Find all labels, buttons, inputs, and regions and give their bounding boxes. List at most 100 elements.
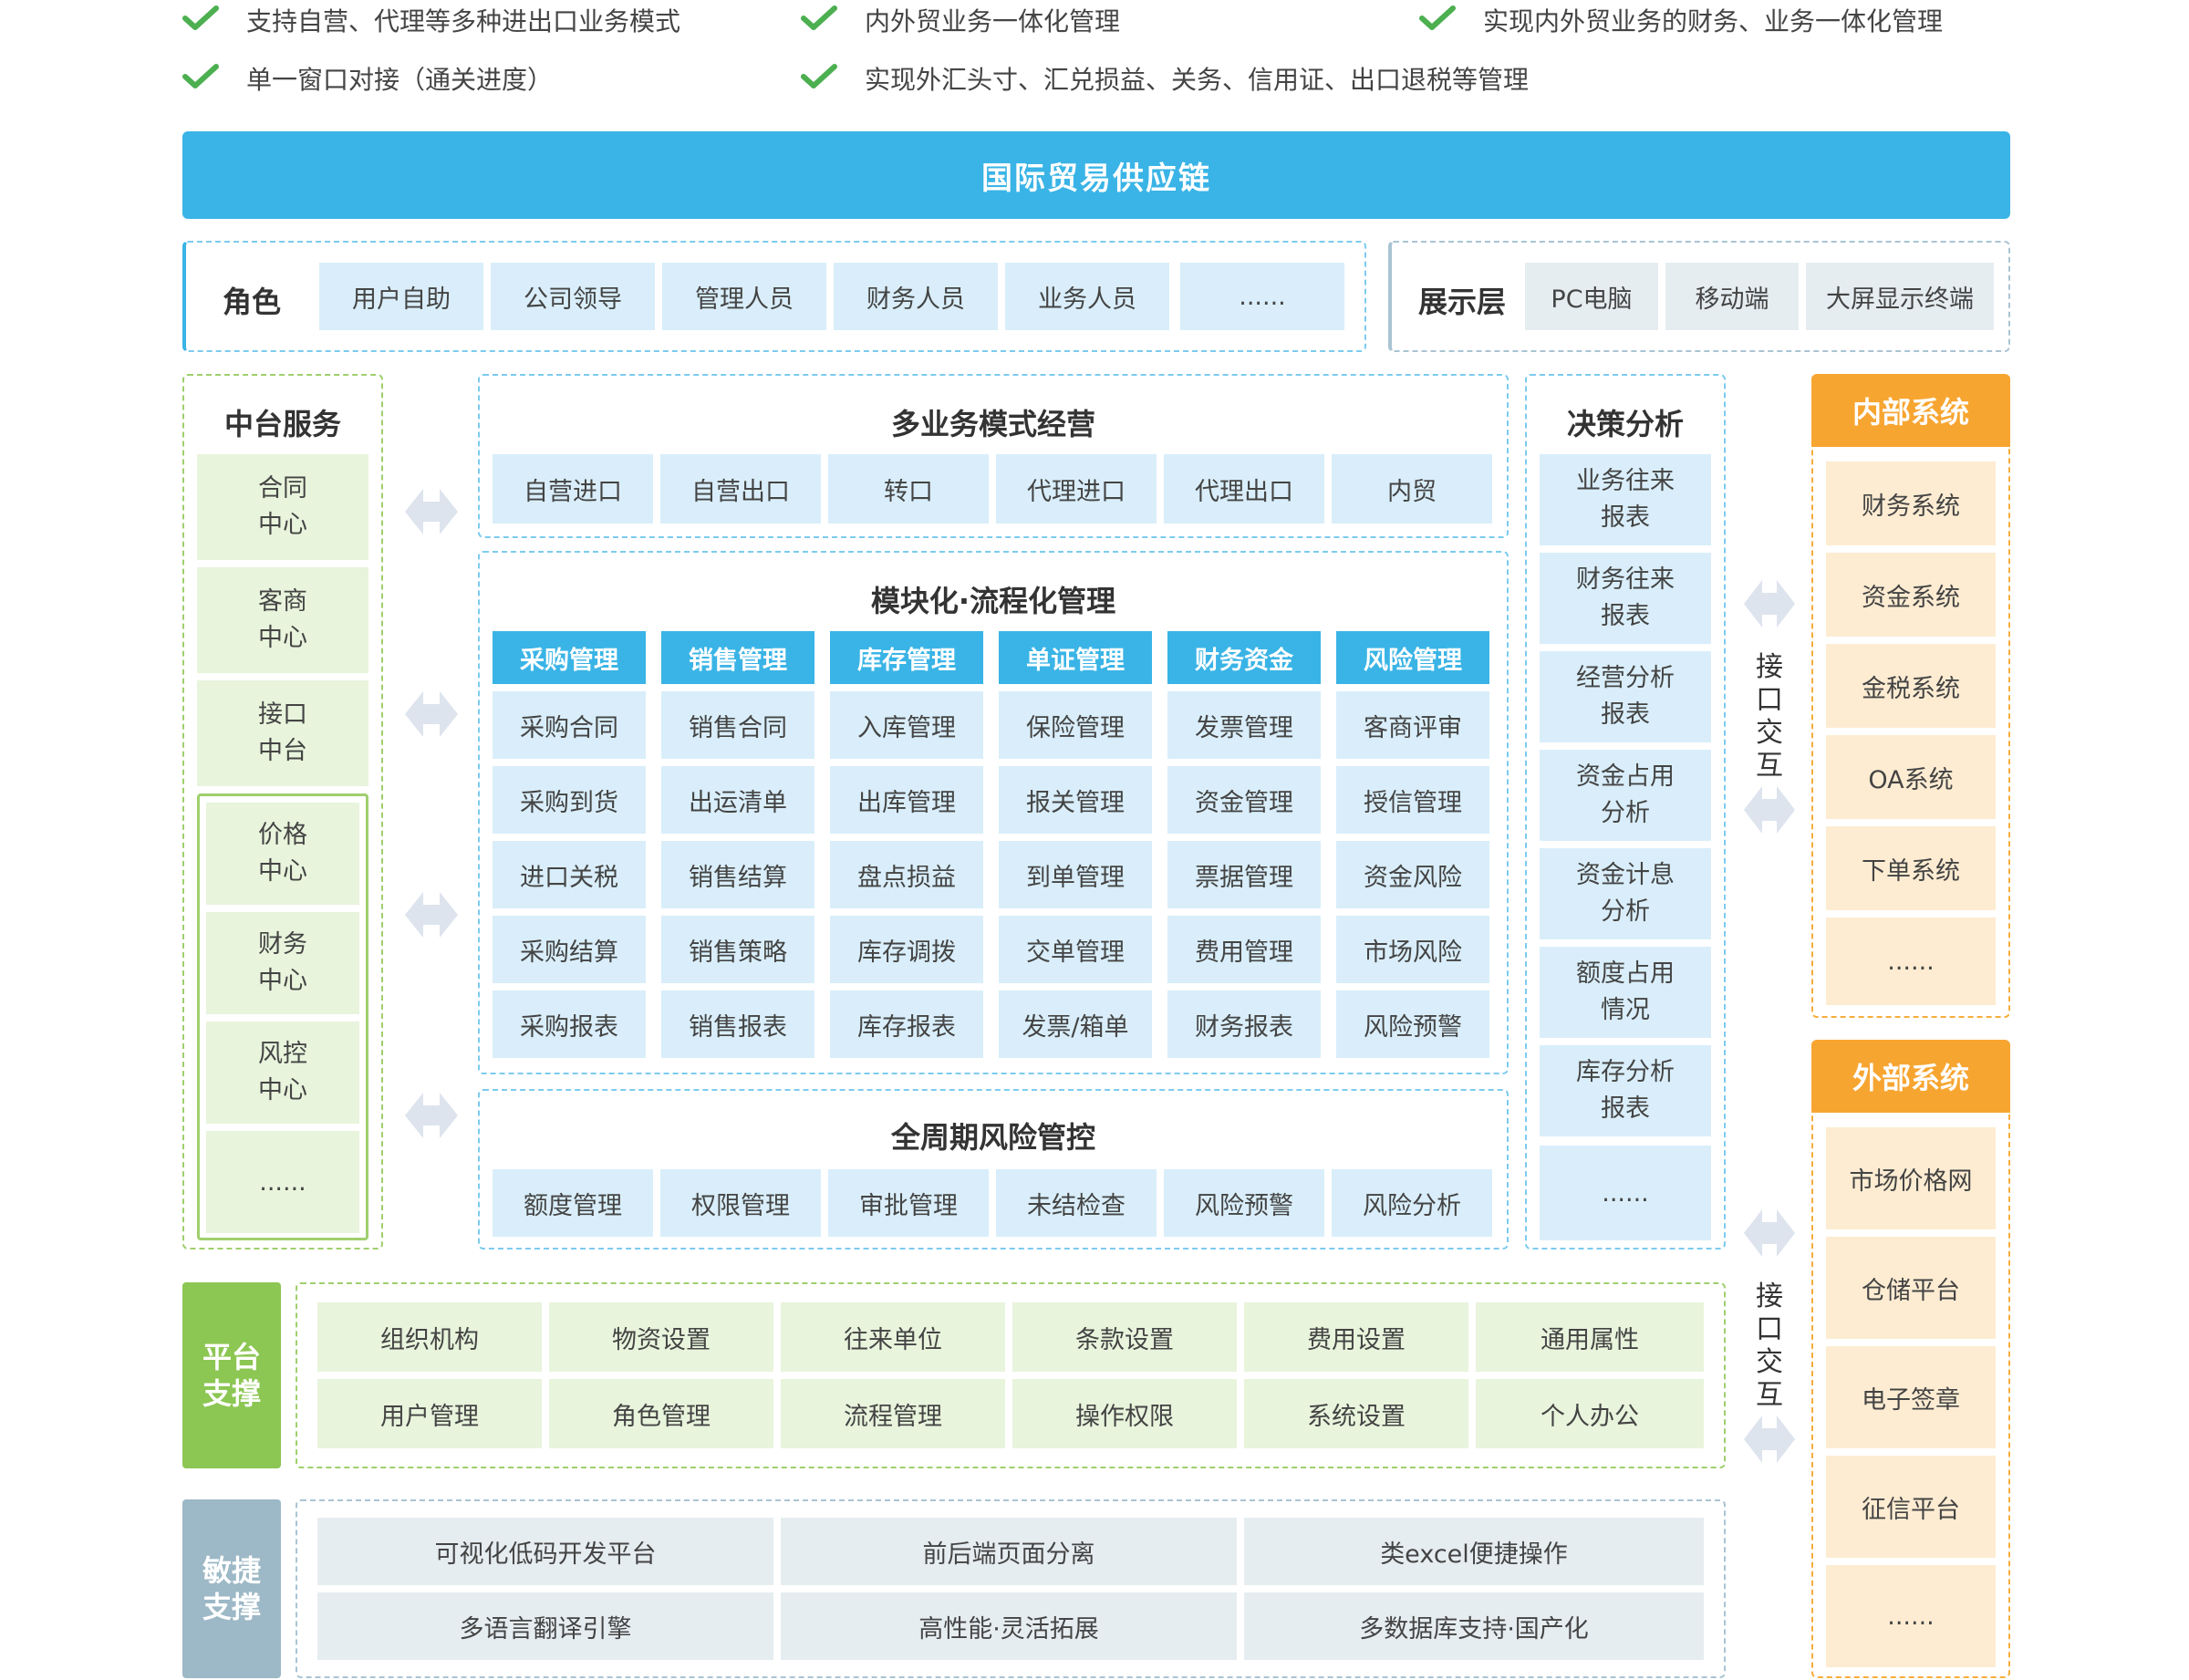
multi-business-title: 多业务模式经营: [890, 407, 1095, 441]
module-cell: 销售策略: [661, 916, 814, 983]
display-item: PC电脑: [1525, 263, 1658, 330]
interface-label: 接口交互: [1756, 651, 1783, 782]
double-arrow-icon: [405, 691, 458, 737]
feature-item: 单一窗口对接（通关进度）: [246, 65, 554, 95]
risk-control-item: 风险预警: [1164, 1169, 1324, 1237]
business-mode-item: 代理进口: [996, 454, 1157, 524]
display-item: 大屏显示终端: [1806, 263, 1994, 330]
feature-item: 实现内外贸业务的财务、业务一体化管理: [1483, 6, 1944, 36]
middle-service-item: 风控 中心: [206, 1021, 359, 1124]
feature-item: 内外贸业务一体化管理: [865, 6, 1121, 36]
external-system-item: ......: [1826, 1565, 1996, 1667]
decision-item: 经营分析 报表: [1540, 651, 1711, 742]
module-cell: 库存调拨: [830, 916, 983, 983]
vertical-double-arrow-icon: [1744, 1209, 1795, 1463]
module-cell: 报关管理: [999, 766, 1152, 834]
module-cell: 票据管理: [1167, 841, 1321, 908]
module-cell: 销售结算: [661, 841, 814, 908]
display-item: 移动端: [1665, 263, 1799, 330]
middle-service-item: 合同 中心: [197, 454, 368, 560]
module-cell: 库存报表: [830, 990, 983, 1058]
middle-service-item: 接口 中台: [197, 680, 368, 786]
business-mode-item: 自营进口: [493, 454, 653, 524]
middle-services-panel: [182, 374, 383, 1250]
platform-support-panel: [296, 1282, 1726, 1468]
middle-services-title: 中台服务: [223, 407, 341, 441]
double-arrow-icon: [405, 489, 458, 534]
display-panel: [1388, 241, 2010, 352]
modular-management-title: 模块化·流程化管理: [870, 584, 1116, 618]
business-mode-item: 转口: [828, 454, 989, 524]
decision-item: 额度占用 情况: [1540, 947, 1711, 1038]
external-system-item: 市场价格网: [1826, 1127, 1996, 1229]
risk-control-item: 未结检查: [996, 1169, 1157, 1237]
role-item: 用户自助: [319, 263, 483, 330]
check-icon: [182, 5, 219, 30]
platform-item: 角色管理: [549, 1379, 773, 1448]
decision-item: 资金计息 分析: [1540, 848, 1711, 939]
business-mode-item: 代理出口: [1164, 454, 1324, 524]
internal-system-item: 财务系统: [1826, 461, 1996, 545]
external-systems-title: 外部系统: [1811, 1040, 2010, 1113]
check-icon: [1419, 5, 1456, 30]
internal-system-item: 金税系统: [1826, 644, 1996, 728]
module-cell: 采购到货: [493, 766, 646, 834]
platform-item: 往来单位: [781, 1302, 1005, 1372]
middle-service-item: ......: [206, 1131, 359, 1233]
double-arrow-icon: [405, 1093, 458, 1138]
module-header: 销售管理: [661, 631, 814, 684]
platform-item: 用户管理: [317, 1379, 542, 1448]
risk-control-item: 风险分析: [1332, 1169, 1492, 1237]
supply-chain-banner: 国际贸易供应链: [182, 131, 2010, 219]
risk-control-panel: [478, 1089, 1509, 1250]
business-mode-item: 自营出口: [660, 454, 821, 524]
check-icon: [182, 64, 219, 88]
modular-management-panel: [478, 551, 1509, 1074]
module-cell: 授信管理: [1336, 766, 1489, 834]
module-header: 单证管理: [999, 631, 1152, 684]
module-cell: 到单管理: [999, 841, 1152, 908]
roles-title: 角色: [222, 285, 281, 319]
decision-item: 资金占用 分析: [1540, 750, 1711, 841]
risk-control-title: 全周期风险管控: [890, 1120, 1095, 1155]
middle-service-item: 财务 中心: [206, 912, 359, 1014]
feature-item: 实现外汇头寸、汇兑损益、关务、信用证、出口退税等管理: [865, 65, 1530, 95]
decision-item: 库存分析 报表: [1540, 1045, 1711, 1136]
feature-item: 支持自营、代理等多种进出口业务模式: [246, 6, 681, 36]
external-system-item: 仓储平台: [1826, 1237, 1996, 1339]
middle-service-item: 客商 中心: [197, 567, 368, 673]
check-icon: [801, 64, 837, 88]
agile-item: 可视化低码开发平台: [317, 1518, 773, 1585]
role-item: 公司领导: [491, 263, 655, 330]
risk-control-item: 额度管理: [493, 1169, 653, 1237]
platform-item: 条款设置: [1012, 1302, 1237, 1372]
agile-item: 前后端页面分离: [781, 1518, 1237, 1585]
module-cell: 费用管理: [1167, 916, 1321, 983]
risk-control-item: 权限管理: [660, 1169, 821, 1237]
module-cell: 财务报表: [1167, 990, 1321, 1058]
module-cell: 出运清单: [661, 766, 814, 834]
internal-system-item: 资金系统: [1826, 553, 1996, 637]
module-cell: 资金管理: [1167, 766, 1321, 834]
agile-item: 类excel便捷操作: [1244, 1518, 1704, 1585]
roles-panel: [182, 241, 1366, 352]
check-icon: [801, 5, 837, 30]
module-header: 采购管理: [493, 631, 646, 684]
module-cell: 进口关税: [493, 841, 646, 908]
module-cell: 风险预警: [1336, 990, 1489, 1058]
module-cell: 出库管理: [830, 766, 983, 834]
platform-support-label: 平台 支撑: [182, 1282, 281, 1468]
module-cell: 保险管理: [999, 691, 1152, 759]
platform-item: 组织机构: [317, 1302, 542, 1372]
role-item: 业务人员: [1005, 263, 1169, 330]
interface-label: 接口交互: [1756, 1281, 1783, 1411]
platform-item: 个人办公: [1476, 1379, 1704, 1448]
role-item: ......: [1180, 263, 1344, 330]
platform-item: 操作权限: [1012, 1379, 1237, 1448]
internal-system-item: 下单系统: [1826, 826, 1996, 910]
module-cell: 销售报表: [661, 990, 814, 1058]
agile-item: 高性能·灵活拓展: [781, 1592, 1237, 1660]
decision-item: ......: [1540, 1146, 1711, 1240]
agile-support-panel: [296, 1499, 1726, 1678]
module-cell: 采购报表: [493, 990, 646, 1058]
